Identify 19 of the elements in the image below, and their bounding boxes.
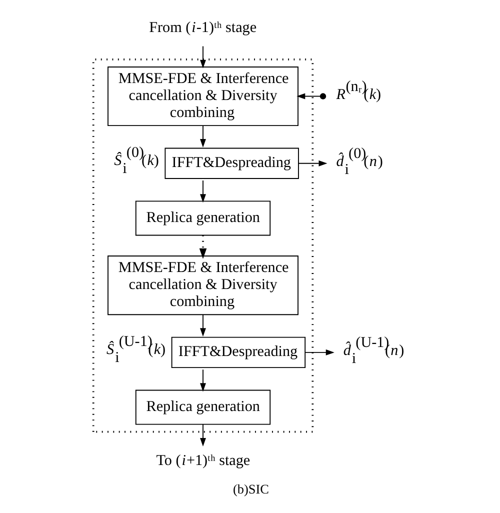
arrow <box>200 180 206 203</box>
node-text: From (i-1)ᵗʰ stage <box>148 20 256 36</box>
arrow <box>304 349 334 356</box>
caption: (b)SIC <box>232 481 268 496</box>
arrow <box>198 235 206 259</box>
node-text: To (i+1)ᵗʰ stage <box>156 452 250 469</box>
node-box: MMSE-FDE & Interference cancellation & Diversity combining <box>107 66 298 126</box>
arrow <box>297 160 327 166</box>
arrow <box>200 46 206 68</box>
arrow <box>200 314 206 337</box>
arrow <box>200 369 206 392</box>
arrow <box>200 424 206 447</box>
arrow <box>296 93 326 100</box>
node-box: IFFT&Despreading <box>170 336 306 368</box>
node-box: IFFT&Despreading <box>164 148 298 179</box>
node-box: MMSE-FDE & Interference cancellation & Diversity combining <box>107 256 298 316</box>
node-box: Replica generation <box>134 200 270 236</box>
node-box: Replica generation <box>134 390 270 425</box>
arrow <box>200 125 206 148</box>
